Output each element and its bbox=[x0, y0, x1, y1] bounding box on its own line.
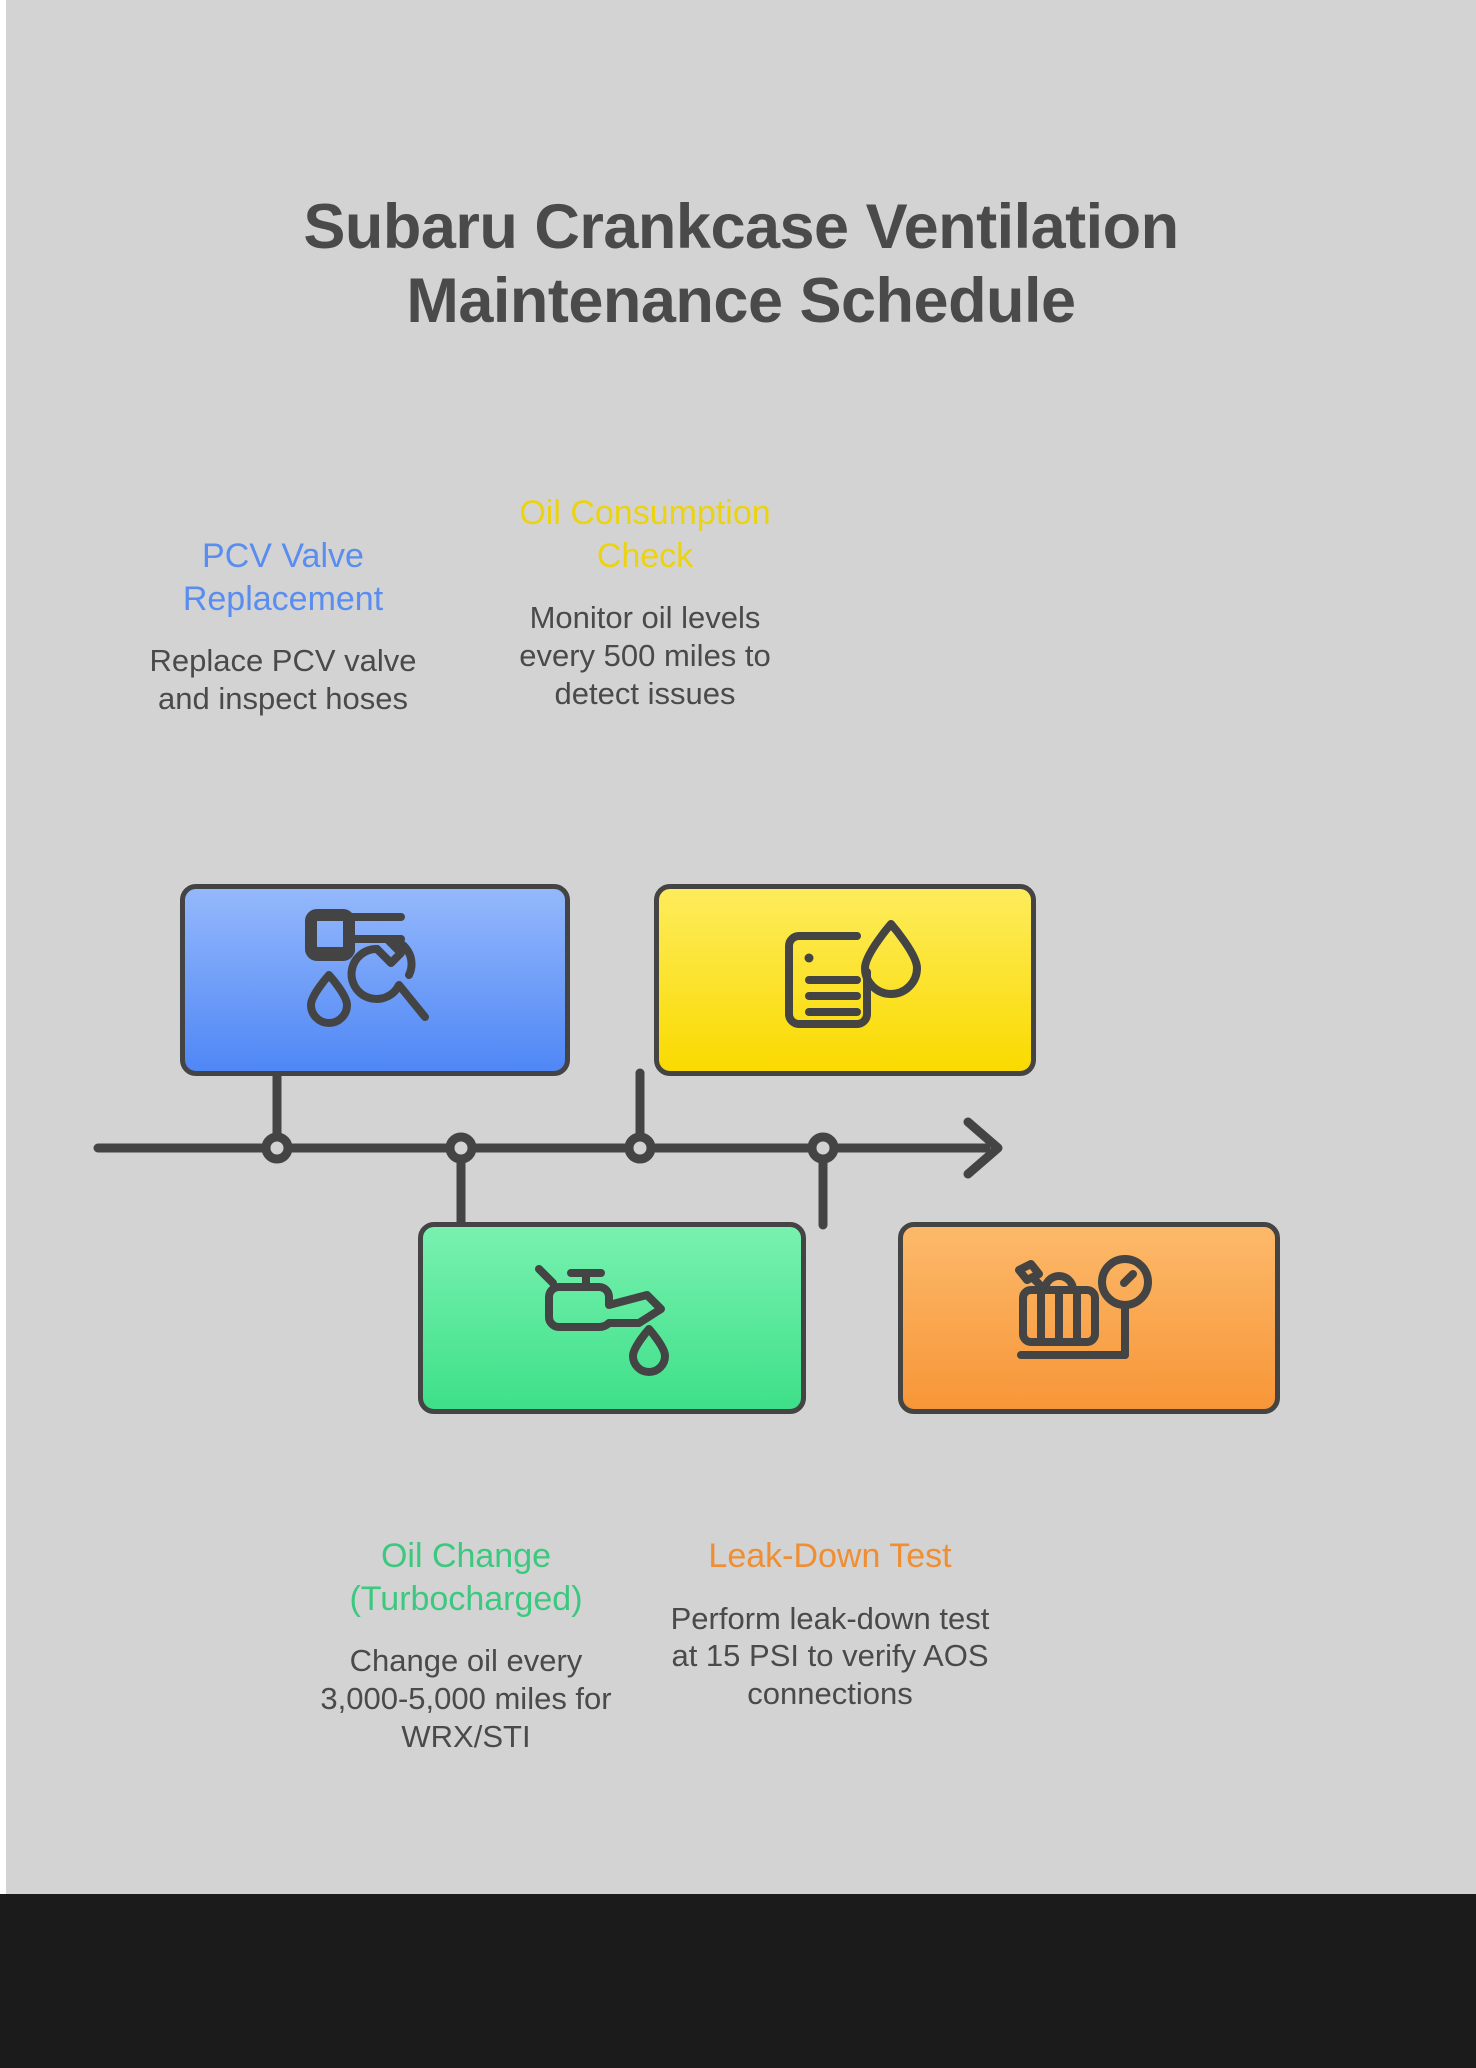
timeline-node-2 bbox=[445, 1132, 477, 1164]
infographic-canvas: Subaru Crankcase Ventilation Maintenance… bbox=[6, 0, 1476, 1894]
document-oil-drop-icon bbox=[785, 920, 921, 1028]
milestone-label-oil-consumption-check: Oil Consumption Check Monitor oil levels… bbox=[490, 492, 800, 712]
timeline-arrow-head bbox=[963, 1117, 1003, 1179]
engine-pressure-gauge-icon bbox=[1015, 1255, 1152, 1359]
milestone-label-oil-change-turbocharged: Oil Change (Turbocharged) Change oil eve… bbox=[306, 1535, 626, 1755]
milestone-description-oil-change-turbocharged: Change oil every 3,000-5,000 miles for W… bbox=[320, 1643, 612, 1754]
milestone-title-oil-change-turbocharged: Oil Change (Turbocharged) bbox=[349, 1537, 583, 1618]
milestone-title-leak-down-test: Leak-Down Test bbox=[708, 1537, 952, 1575]
milestone-card-pcv-valve-replacement[interactable] bbox=[180, 884, 570, 1076]
milestone-label-leak-down-test: Leak-Down Test Perform leak-down test at… bbox=[666, 1535, 994, 1713]
timeline-node-1 bbox=[261, 1132, 293, 1164]
timeline-node-4 bbox=[807, 1132, 839, 1164]
timeline-node-3 bbox=[624, 1132, 656, 1164]
milestone-label-pcv-valve-replacement: PCV Valve Replacement Replace PCV valve … bbox=[124, 535, 442, 718]
milestone-description-pcv-valve-replacement: Replace PCV valve and inspect hoses bbox=[149, 643, 417, 716]
oil-can-drip-icon bbox=[535, 1265, 669, 1376]
page-title-line-1: Subaru Crankcase Ventilation bbox=[303, 192, 1179, 262]
page-title-line-2: Maintenance Schedule bbox=[406, 266, 1076, 337]
milestone-card-leak-down-test[interactable] bbox=[898, 1222, 1280, 1414]
milestone-title-oil-consumption-check: Oil Consumption Check bbox=[519, 494, 771, 575]
faucet-drip-wrench-icon bbox=[305, 909, 429, 1027]
footer-bar bbox=[0, 1894, 1476, 2068]
milestone-description-leak-down-test: Perform leak-down test at 15 PSI to veri… bbox=[670, 1600, 990, 1712]
page-title: Subaru Crankcase Ventilation Maintenance… bbox=[126, 190, 1356, 339]
milestone-card-oil-change-turbocharged[interactable] bbox=[418, 1222, 806, 1414]
milestone-title-pcv-valve-replacement: PCV Valve Replacement bbox=[182, 537, 384, 618]
milestone-card-oil-consumption-check[interactable] bbox=[654, 884, 1036, 1076]
milestone-description-oil-consumption-check: Monitor oil levels every 500 miles to de… bbox=[519, 600, 771, 711]
